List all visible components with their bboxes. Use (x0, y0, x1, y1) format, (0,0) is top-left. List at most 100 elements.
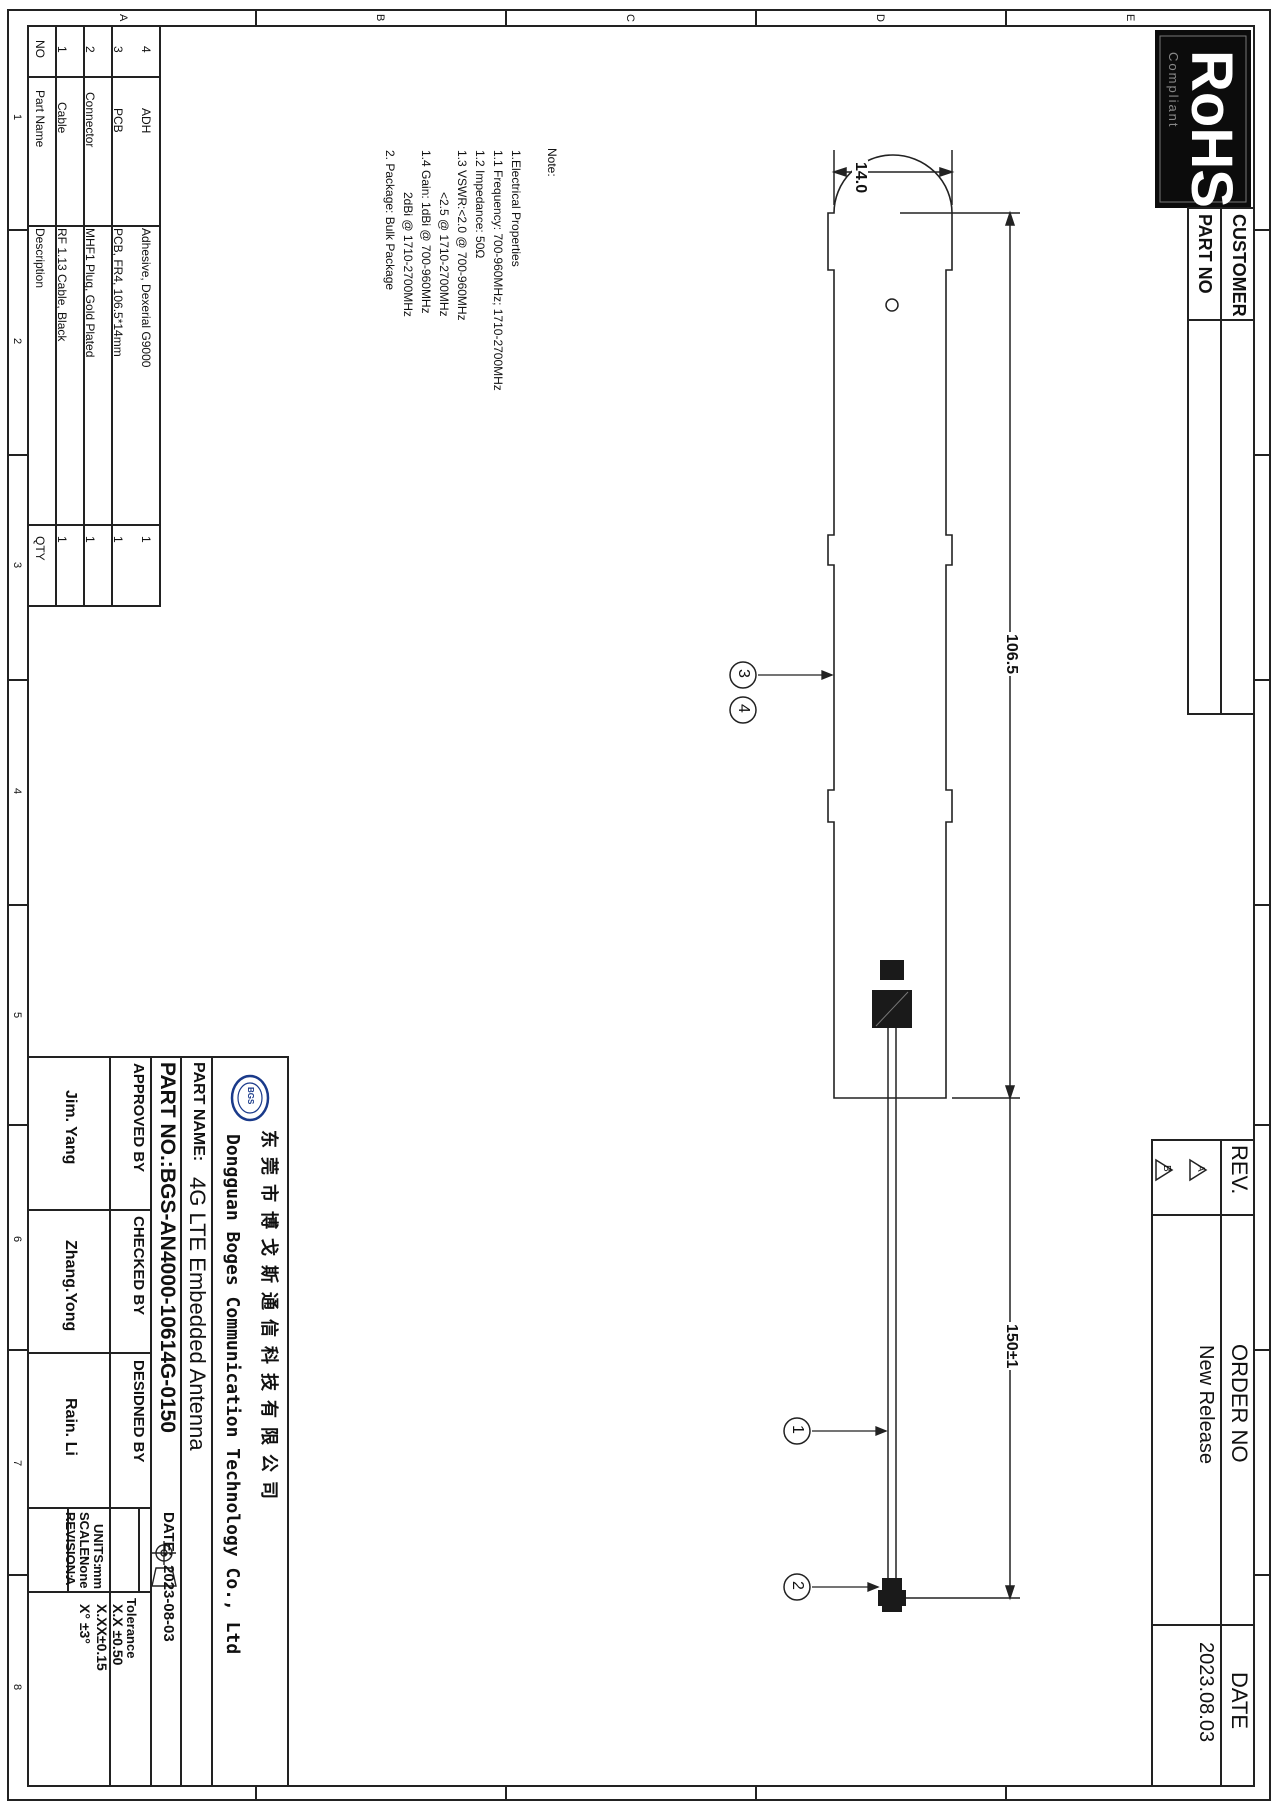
bom-header-description: Description (33, 228, 47, 289)
part-name-value: 4G LTE Embedded Antenna (185, 1177, 210, 1451)
zone-letter-e: E (1124, 14, 1136, 22)
callout-3 (729, 661, 757, 689)
zone-letter-b: B (374, 14, 386, 22)
outer-border (7, 9, 1271, 1801)
bom-header-part-name: Part Name (33, 90, 47, 148)
rev-b-mark: B (1161, 1165, 1172, 1172)
bom-row-2-name: Connector (83, 92, 97, 148)
zone-letter-a: A (117, 14, 129, 22)
zone-number-4: 4 (11, 788, 23, 795)
zone-number-1: 1 (11, 114, 23, 121)
zone-number-8: 8 (11, 1684, 23, 1691)
revision-marks (1155, 1158, 1208, 1182)
dim-pcb-length: 106.5 (1003, 632, 1020, 677)
projection-symbol (151, 1541, 177, 1587)
title-block (27, 1056, 289, 1787)
customer-box (1187, 207, 1255, 715)
checked-by-name: Zhang.Yong (62, 1240, 79, 1332)
bom-row-3-name: PCB (111, 108, 125, 133)
company-name-cn: 东 莞 市 博 戈 斯 通 信 科 技 有 限 公 司 (259, 1130, 279, 1502)
revision-label: REVISION: (63, 1512, 78, 1579)
date-label-title: DATE: (160, 1512, 177, 1557)
revision-table (1151, 1139, 1255, 1787)
part-no-label-title: PART NO.: (156, 1062, 179, 1168)
approved-by-label: APPROVED BY (130, 1063, 147, 1173)
zone-number-5: 5 (11, 1012, 23, 1019)
callout-1 (783, 1417, 811, 1445)
rev-header: REV. (1227, 1145, 1252, 1195)
tolerance-xx: X.X ±0.50 (110, 1604, 126, 1666)
callout-3-label: 3 (735, 669, 752, 678)
rev-a-date: 2023.08.03 (1195, 1642, 1217, 1743)
rohs-logo-text: RoHS (1179, 50, 1244, 208)
note-line-1: 1.Electrical Properties (509, 150, 523, 267)
mhf1-connector (878, 1578, 906, 1612)
customer-label: CUSTOMER (1229, 214, 1249, 317)
company-name-en: Dongguan Boges Communication Technology … (222, 1134, 243, 1655)
zone-letter-d: D (874, 14, 886, 22)
tolerance-xxx: X.XX±0.15 (94, 1604, 110, 1671)
note-line-6: 1.4 Gain: 1dBi @ 700-960MHz (419, 150, 433, 314)
dimension-lines (831, 150, 1020, 1601)
callout-2 (783, 1573, 811, 1601)
callout-2-label: 2 (789, 1581, 806, 1590)
note-line-5: <2.5 @ 1710-2700MHz (437, 192, 451, 317)
note-line-3: 1.2 Impedance: 50Ω (473, 150, 487, 259)
rev-a-mark: A (1195, 1165, 1206, 1172)
zone-number-7: 7 (11, 1460, 23, 1467)
bom-table (27, 25, 161, 607)
bgs-logo (230, 1074, 270, 1122)
order-no-header: ORDER NO (1227, 1344, 1252, 1463)
rohs-logo-subtext: Compliant (1166, 52, 1181, 129)
designed-by-name: Rain. Li (62, 1398, 79, 1456)
dim-width: 14.0 (852, 160, 869, 196)
date-value-title: 2023-08-03 (160, 1565, 177, 1642)
callout-4 (729, 696, 757, 724)
note-line-7: 2dBi @ 1710-2700MHz (401, 192, 415, 317)
bom-row-2-no: 2 (83, 46, 97, 53)
bom-row-4-desc: Adhesive, Dexerial G9000 (139, 228, 153, 368)
approved-by-name: Jim. Yang (62, 1090, 79, 1165)
callout-circles (729, 661, 811, 1601)
bom-header-qty: QTY (33, 536, 47, 561)
callout-leaders (758, 670, 888, 1592)
scale-label: SCALE: (77, 1512, 92, 1561)
bom-row-3-desc: PCB, FR4, 106.5*14mm (111, 228, 125, 357)
note-line-4: 1.3 VSWR:<2.0 @ 700-960MHz (455, 150, 469, 321)
bom-row-2-desc: MHF1 Plug, Gold Plated (83, 228, 97, 358)
part-no-value: BGS-AN4000-10614G-0150 (156, 1168, 179, 1433)
scale-value: None (77, 1556, 92, 1589)
date-header: DATE (1227, 1672, 1252, 1730)
bom-row-3-qty: 1 (111, 536, 125, 543)
units-label: UNITS: (91, 1524, 106, 1568)
bom-row-2-qty: 1 (83, 536, 97, 543)
zone-ticks (8, 10, 1270, 1800)
part-no-label: PART NO (1195, 214, 1215, 294)
callout-1-label: 1 (789, 1425, 806, 1434)
bom-row-1-no: 1 (55, 46, 69, 53)
notes-heading: Note: (545, 148, 559, 177)
note-line-2: 1.1 Frequency: 700-960MHz; 1710-2700MHz (491, 150, 505, 391)
zone-number-2: 2 (11, 338, 23, 345)
checked-by-label: CHECKED BY (130, 1216, 147, 1316)
part-name-label: PART NAME: (190, 1062, 207, 1162)
bom-row-1-name: Cable (55, 102, 69, 134)
bom-row-4-qty: 1 (139, 536, 153, 543)
mounting-hole (885, 298, 899, 312)
callout-4-label: 4 (735, 704, 752, 713)
bom-row-4-name: ADH (139, 108, 153, 134)
units-value: mm (91, 1566, 106, 1590)
dim-cable-length: 150±1 (1003, 1322, 1020, 1371)
antenna-pcb-outline (827, 154, 953, 1099)
tolerance-label: Tolerance (124, 1598, 139, 1659)
rohs-logo (1155, 30, 1251, 208)
cable-solder-tab (880, 960, 904, 980)
bom-row-4-no: 4 (139, 46, 153, 53)
bom-row-3-no: 3 (111, 46, 125, 53)
bom-row-1-desc: RF 1.13 Cable, Black (55, 228, 69, 342)
zone-number-6: 6 (11, 1236, 23, 1243)
designed-by-label: DESIDNED BY (130, 1360, 147, 1463)
zone-number-3: 3 (11, 562, 23, 569)
zone-letter-c: C (624, 14, 636, 22)
